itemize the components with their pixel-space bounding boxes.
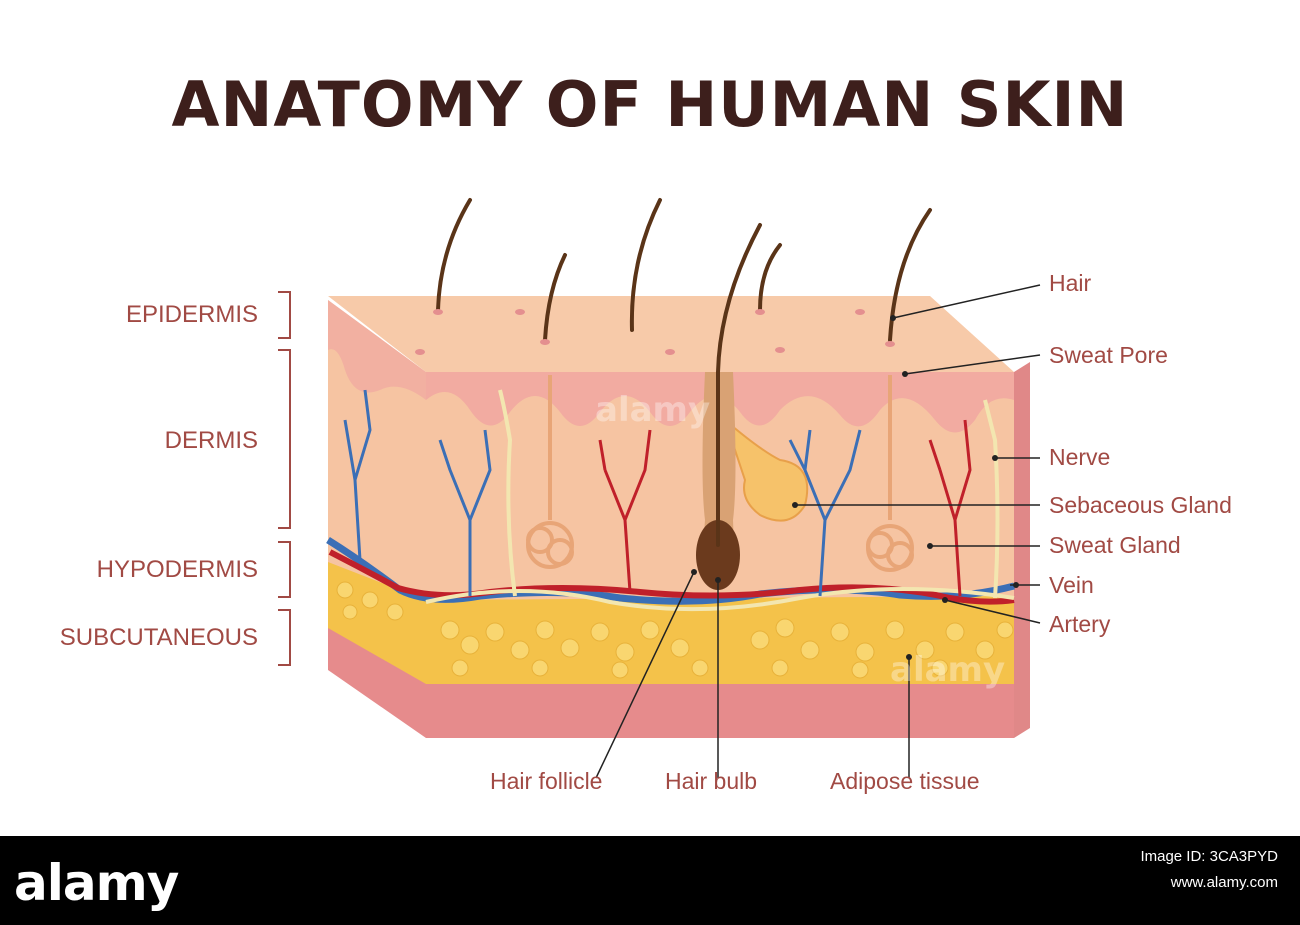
artery-branches <box>598 419 972 597</box>
callout-lines <box>595 284 1041 779</box>
callout-vein: Vein <box>1049 572 1094 598</box>
sweat-glands <box>526 375 914 572</box>
layer-label-subcutaneous: SUBCUTANEOUS <box>59 624 258 651</box>
footer-image-id: Image ID: 3CA3PYD <box>1140 848 1278 865</box>
diagram-title: ANATOMY OF HUMAN SKIN <box>171 68 1129 141</box>
watermark: alamy <box>890 650 1006 690</box>
vein-branches <box>343 389 862 597</box>
callout-dots <box>691 315 1019 660</box>
footer-bar: alamy Image ID: 3CA3PYD www.alamy.com <box>0 836 1300 925</box>
layer-brackets <box>278 291 291 666</box>
layer-label-dermis: DERMIS <box>164 427 258 454</box>
hair-shafts <box>436 198 932 547</box>
callout-hair: Hair <box>1049 270 1092 296</box>
callout-artery: Artery <box>1049 611 1111 637</box>
skin-block-side <box>1014 362 1030 738</box>
label-hair-follicle: Hair follicle <box>490 768 603 794</box>
label-adipose-tissue: Adipose tissue <box>830 768 980 794</box>
epidermis-top <box>328 296 1014 372</box>
footer-info: Image ID: 3CA3PYD www.alamy.com <box>1140 844 1278 896</box>
callout-sweat-gland: Sweat Gland <box>1049 532 1181 558</box>
nerve-fiber <box>425 587 1015 612</box>
epidermis-band <box>426 372 1014 433</box>
callout-nerve: Nerve <box>1049 444 1111 470</box>
skin-cross-section <box>278 198 1041 779</box>
epidermis-side-band <box>328 300 426 400</box>
label-hair-bulb: Hair bulb <box>665 768 758 794</box>
hair-bulb-shape <box>696 520 740 590</box>
sebaceous-gland <box>722 416 809 522</box>
layer-label-epidermis: EPIDERMIS <box>125 301 258 328</box>
footer-logo[interactable]: alamy <box>14 854 179 912</box>
watermark: alamy <box>595 390 711 430</box>
callout-sebaceous-gland: Sebaceous Gland <box>1049 492 1232 518</box>
footer-site-link[interactable]: www.alamy.com <box>1170 874 1278 891</box>
layer-label-hypodermis: HYPODERMIS <box>96 556 258 583</box>
base-layer <box>328 620 1014 738</box>
artery-vessel <box>328 549 1015 605</box>
callout-sweat-pore: Sweat Pore <box>1049 342 1168 368</box>
sweat-pores <box>415 309 895 355</box>
fat-globules <box>336 581 1014 679</box>
